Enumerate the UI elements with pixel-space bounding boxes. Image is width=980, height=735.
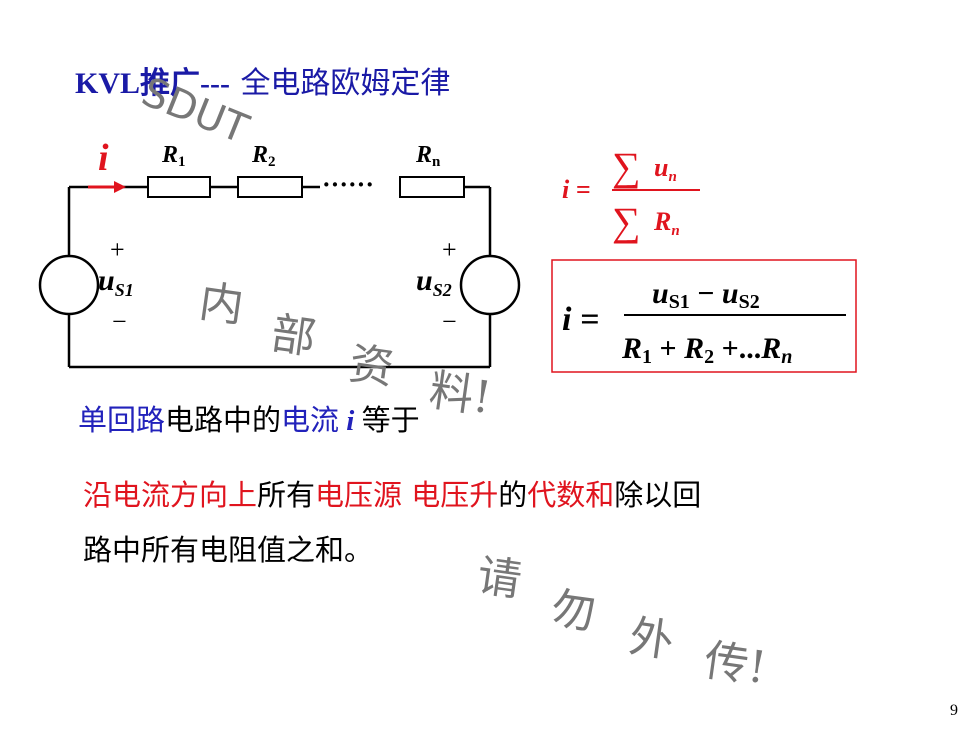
line1-seg-2: 电路中的 <box>165 403 282 437</box>
page-number: 9 <box>950 702 958 719</box>
text-line-3: 路中所有电阻值之和。 <box>83 533 374 567</box>
watermark-char: 料! <box>426 364 495 425</box>
formula-sum: i = ∑ un ∑ Rn <box>562 144 700 244</box>
src2-label: uS2 <box>416 264 452 300</box>
text-line-1: 单回路电路中的电流 i 等于 <box>78 397 420 439</box>
formula1-sum-top: ∑ <box>612 144 641 189</box>
line1-seg-4: i <box>339 405 362 437</box>
watermark-char: 内 <box>196 276 247 333</box>
line2-seg-4: 的 <box>498 478 528 512</box>
formula1-den: Rn <box>653 207 680 239</box>
current-label: i <box>98 137 109 179</box>
title-text: 全电路欧姆定律 <box>240 66 451 101</box>
src2-minus: − <box>442 307 457 336</box>
src2-plus: + <box>442 235 457 264</box>
watermark-char: 勿 <box>548 583 599 640</box>
r2-label: R2 <box>251 142 276 170</box>
resistor-rn <box>399 176 465 198</box>
voltage-source-1 <box>38 254 100 316</box>
line2-seg-6: 除以回 <box>614 478 702 512</box>
formula2-numerator: uS1 − uS2 <box>652 277 760 313</box>
formula-boxed: i = uS1 − uS2 R1 + R2 +...Rn <box>551 259 857 373</box>
resistor-dots: ······ <box>322 170 374 199</box>
watermark-char: 传! <box>701 634 770 695</box>
watermark-char: 请 <box>474 550 525 607</box>
src1-plus: + <box>110 235 125 264</box>
resistor-r1 <box>147 176 211 198</box>
formula1-lhs: i = <box>562 175 591 204</box>
line2-seg-1: 沿电流方向上 <box>83 478 258 512</box>
line1-seg-3: 电流 <box>281 403 340 437</box>
line2-seg-3: 电压源 电压升 <box>315 478 499 512</box>
line1-seg-5: 等于 <box>361 403 420 437</box>
text-line-2: 沿电流方向上所有电压源 电压升的代数和除以回 <box>83 472 701 514</box>
watermark-char: 资 <box>346 338 397 395</box>
watermark-char: 部 <box>268 308 319 365</box>
src1-label: uS1 <box>98 264 134 300</box>
resistor-r2 <box>237 176 303 198</box>
circuit-diagram: ······ R1 R2 Rn i + − uS1 + − uS2 <box>38 137 521 369</box>
formula2-lhs: i = <box>562 301 599 338</box>
formula1-sum-bottom: ∑ <box>612 199 641 244</box>
r1-label: R1 <box>161 142 186 170</box>
formula1-num: un <box>654 153 677 185</box>
title-kvl: KVL推广--- <box>75 67 230 100</box>
line2-seg-2: 所有 <box>257 478 316 512</box>
watermark-char: 外 <box>626 611 677 668</box>
voltage-source-2 <box>459 254 521 316</box>
formula2-denominator: R1 + R2 +...Rn <box>621 332 792 368</box>
rn-label: Rn <box>415 142 441 170</box>
line1-seg-1: 单回路 <box>78 403 166 437</box>
slide-title: KVL推广--- 全电路欧姆定律 <box>75 58 450 102</box>
src1-minus: − <box>112 307 127 336</box>
line2-seg-5: 代数和 <box>527 478 615 512</box>
